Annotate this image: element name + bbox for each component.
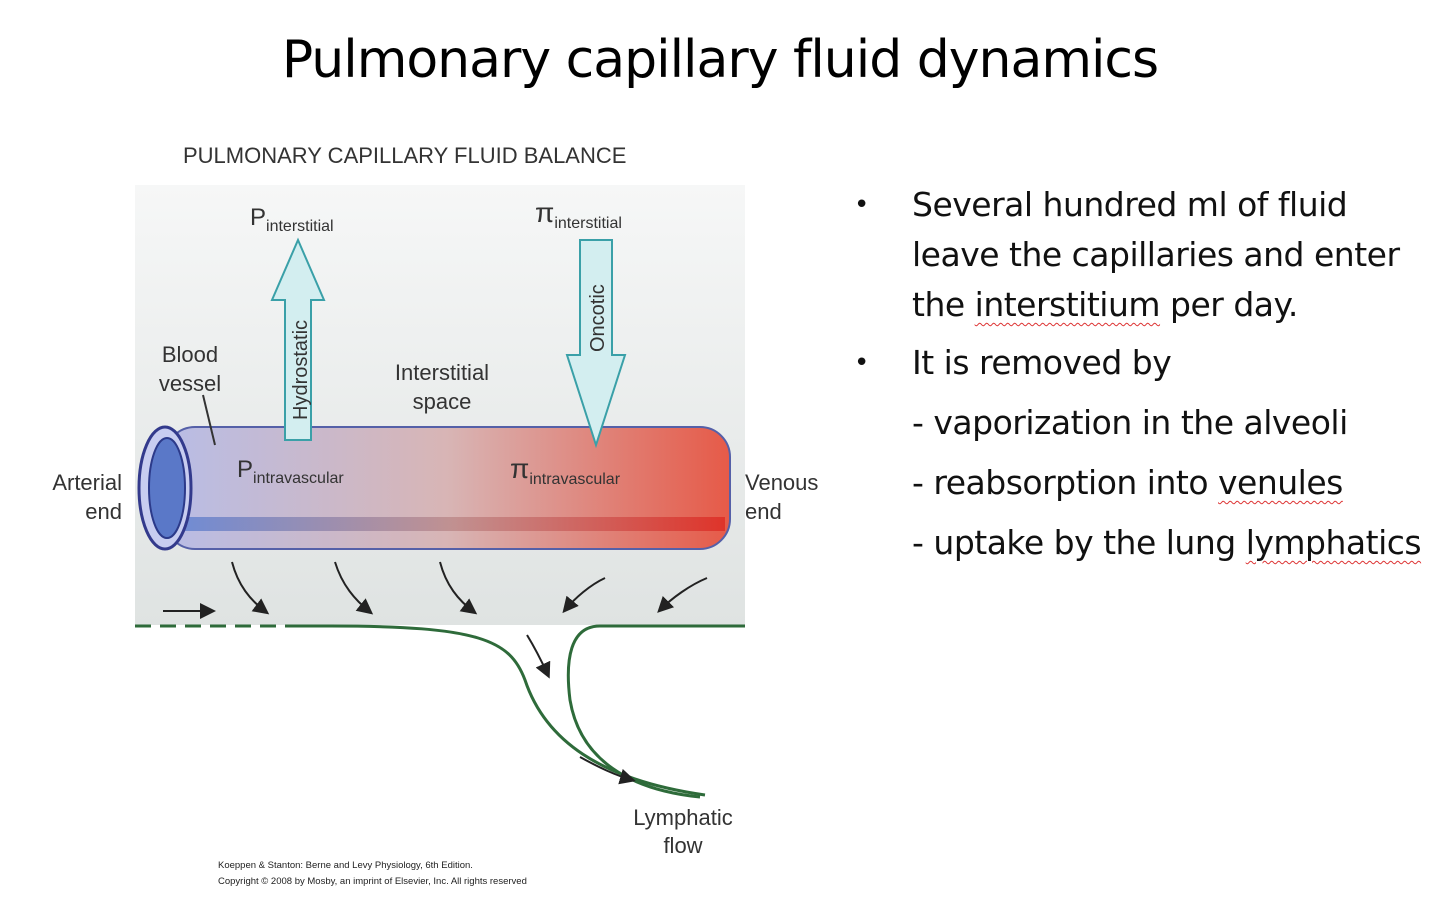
pi-interstitial-label: πinterstitial	[535, 197, 622, 232]
sub-item: - uptake by the lung lymphatics	[912, 523, 1422, 562]
p-interstitial-label: Pinterstitial	[250, 204, 334, 235]
figure-credit: Koeppen & Stanton: Berne and Levy Physio…	[218, 860, 527, 887]
slide-title: Pulmonary capillary fluid dynamics	[281, 30, 1159, 90]
sub-item: - vaporization in the alveoli	[912, 403, 1348, 442]
diagram-heading: PULMONARY CAPILLARY FLUID BALANCE	[183, 143, 626, 168]
spellcheck-word: lymphatics	[1245, 523, 1422, 562]
bullet-list: •Several hundred ml of fluid leave the c…	[850, 180, 1430, 568]
hydrostatic-label: Hydrostatic	[290, 320, 312, 420]
bullet-item: •It is removed by	[854, 343, 1172, 382]
bullet-item: •Several hundred ml of fluid leave the c…	[854, 185, 1400, 324]
p-intravascular-label: Pintravascular	[237, 456, 344, 487]
fluid-balance-diagram: PULMONARY CAPILLARY FLUID BALANCE Hydros…	[52, 143, 818, 887]
sub-item: - reabsorption into venules	[912, 463, 1343, 502]
interstitial-area	[135, 185, 745, 625]
pi-intravascular-label: πintravascular	[510, 453, 621, 488]
spellcheck-word: venules	[1218, 463, 1343, 502]
oncotic-label: Oncotic	[587, 284, 609, 352]
flow-arrows	[163, 561, 708, 785]
hydrostatic-arrow	[270, 237, 326, 441]
oncotic-arrow	[565, 239, 627, 449]
spellcheck-word: interstitium	[974, 285, 1161, 324]
